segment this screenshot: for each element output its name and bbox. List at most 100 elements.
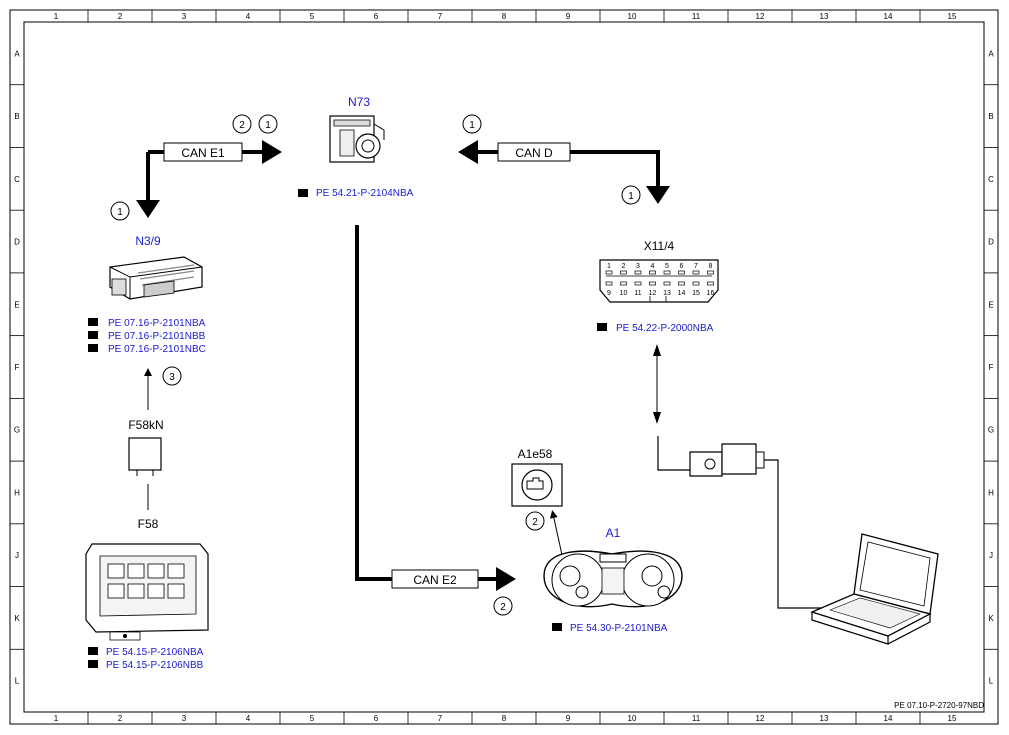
grid-col-label-top: 4 <box>246 12 251 21</box>
grid-row-label-right: F <box>989 363 994 372</box>
obd-pin-bottom <box>663 281 671 286</box>
grid-col-label-top: 5 <box>310 12 315 21</box>
grid-col-label-bottom: 14 <box>884 714 893 723</box>
obd-pin-number-bottom: 14 <box>678 290 686 297</box>
grid-col-label-bottom: 2 <box>118 714 123 723</box>
grid-col-label-top: 3 <box>182 12 187 21</box>
grid-col-label-bottom: 1 <box>54 714 59 723</box>
svg-text:PE 54.15-P-2106NBA: PE 54.15-P-2106NBA <box>106 647 204 658</box>
a1-instrument-cluster-icon <box>543 550 683 608</box>
can-e2-bus <box>355 225 516 591</box>
obd-pin-number-top: 8 <box>709 263 713 270</box>
f58-refs: PE 54.15-P-2106NBA PE 54.15-P-2106NBB <box>88 647 204 671</box>
svg-text:1: 1 <box>117 207 123 218</box>
badge-2-can-e2: 2 <box>493 596 513 616</box>
grid-row-label-right: J <box>989 551 993 560</box>
obd-pin-number-bottom: 13 <box>663 290 671 297</box>
grid-row-label-left: D <box>14 238 20 247</box>
grid-col-label-bottom: 7 <box>438 714 443 723</box>
badge-1-left: 1 <box>110 201 130 221</box>
grid-col-label-top: 7 <box>438 12 443 21</box>
grid-row-label-left: A <box>14 49 20 58</box>
f58kn-label: F58kN <box>128 418 163 432</box>
can-d-label: CAN D <box>515 146 553 160</box>
n39-label: N3/9 <box>135 234 161 248</box>
badge-1-right: 1 <box>621 185 641 205</box>
svg-text:1: 1 <box>628 191 634 202</box>
grid-col-label-bottom: 11 <box>692 714 701 723</box>
f58-label: F58 <box>138 517 159 531</box>
a1e58-label: A1e58 <box>518 447 553 461</box>
svg-text:PE 07.16-P-2101NBB: PE 07.16-P-2101NBB <box>108 331 206 342</box>
n73-label: N73 <box>348 95 370 109</box>
f58kn-relay-icon <box>128 437 162 476</box>
grid-col-label-top: 15 <box>948 12 957 21</box>
obd-pin-number-top: 3 <box>636 263 640 270</box>
grid-row-label-left: B <box>14 112 19 121</box>
outer-frame <box>9 9 999 725</box>
x114-refs: PE 54.22-P-2000NBA <box>597 323 714 334</box>
n73-ref-1: PE 54.21-P-2104NBA <box>298 188 414 199</box>
obd-pin-number-top: 1 <box>607 263 611 270</box>
grid-col-label-top: 6 <box>374 12 379 21</box>
obd-pin-top <box>692 270 700 275</box>
grid-row-label-left: L <box>15 677 20 686</box>
obd-pin-top <box>663 270 671 275</box>
diagnostic-adapter-icon <box>657 436 830 609</box>
obd-pin-number-bottom: 9 <box>607 290 611 297</box>
obd-pin-number-bottom: 11 <box>634 290 641 297</box>
obd-pin-bottom <box>634 281 642 286</box>
obd-pin-top <box>634 270 642 275</box>
svg-text:PE 54.22-P-2000NBA: PE 54.22-P-2000NBA <box>616 323 714 334</box>
grid-row-label-right: A <box>988 49 994 58</box>
grid-row-label-right: D <box>988 238 994 247</box>
svg-text:1: 1 <box>265 120 271 131</box>
grid-row-label-left: F <box>15 363 20 372</box>
badge-2-a1e58: 2 <box>525 511 545 531</box>
x114-diagnostic-arrow <box>653 344 661 424</box>
grid-col-label-top: 14 <box>884 12 893 21</box>
obd-pin-top <box>605 270 613 275</box>
obd-pin-bottom <box>678 281 685 286</box>
grid-row-label-right: G <box>988 426 994 435</box>
grid-row-label-left: J <box>15 551 19 560</box>
svg-text:2: 2 <box>500 602 506 613</box>
grid-col-label-bottom: 3 <box>182 714 187 723</box>
f58-fusebox-icon <box>85 543 209 641</box>
svg-text:PE 07.16-P-2101NBA: PE 07.16-P-2101NBA <box>108 318 206 329</box>
a1-refs: PE 54.30-P-2101NBA <box>552 623 668 634</box>
can-d-box <box>497 142 571 162</box>
grid-col-label-bottom: 9 <box>566 714 571 723</box>
document-id: PE 07.10-P-2720-97NBD <box>894 701 984 710</box>
svg-text:PE 54.15-P-2106NBB: PE 54.15-P-2106NBB <box>106 660 204 671</box>
obd-pin-number-top: 5 <box>665 263 669 270</box>
badge-2-top: 2 <box>232 114 252 134</box>
svg-text:PE 07.16-P-2101NBC: PE 07.16-P-2101NBC <box>108 344 206 355</box>
grid-row-label-right: H <box>988 488 994 497</box>
can-e1-label: CAN E1 <box>181 146 225 160</box>
grid-col-label-top: 12 <box>756 12 765 21</box>
svg-text:2: 2 <box>239 120 245 131</box>
grid-row-label-left: G <box>14 426 20 435</box>
obd-pin-number-top: 4 <box>651 263 655 270</box>
grid-col-label-bottom: 10 <box>628 714 637 723</box>
grid-row-label-right: L <box>989 677 994 686</box>
grid-row-label-right: E <box>988 300 993 309</box>
n39-ecu-icon <box>109 256 203 300</box>
grid-col-label-top: 11 <box>692 12 701 21</box>
grid-col-label-top: 1 <box>54 12 59 21</box>
x114-label: X11/4 <box>644 239 675 253</box>
obd-pin-number-top: 2 <box>622 263 626 270</box>
grid-row-label-left: H <box>14 488 20 497</box>
svg-text:PE 54.30-P-2101NBA: PE 54.30-P-2101NBA <box>570 623 668 634</box>
obd-pin-top <box>649 270 656 275</box>
grid-col-label-top: 9 <box>566 12 571 21</box>
grid-row-label-left: K <box>14 614 20 623</box>
badge-1-top: 1 <box>258 114 278 134</box>
badge-3: 3 <box>162 366 182 386</box>
